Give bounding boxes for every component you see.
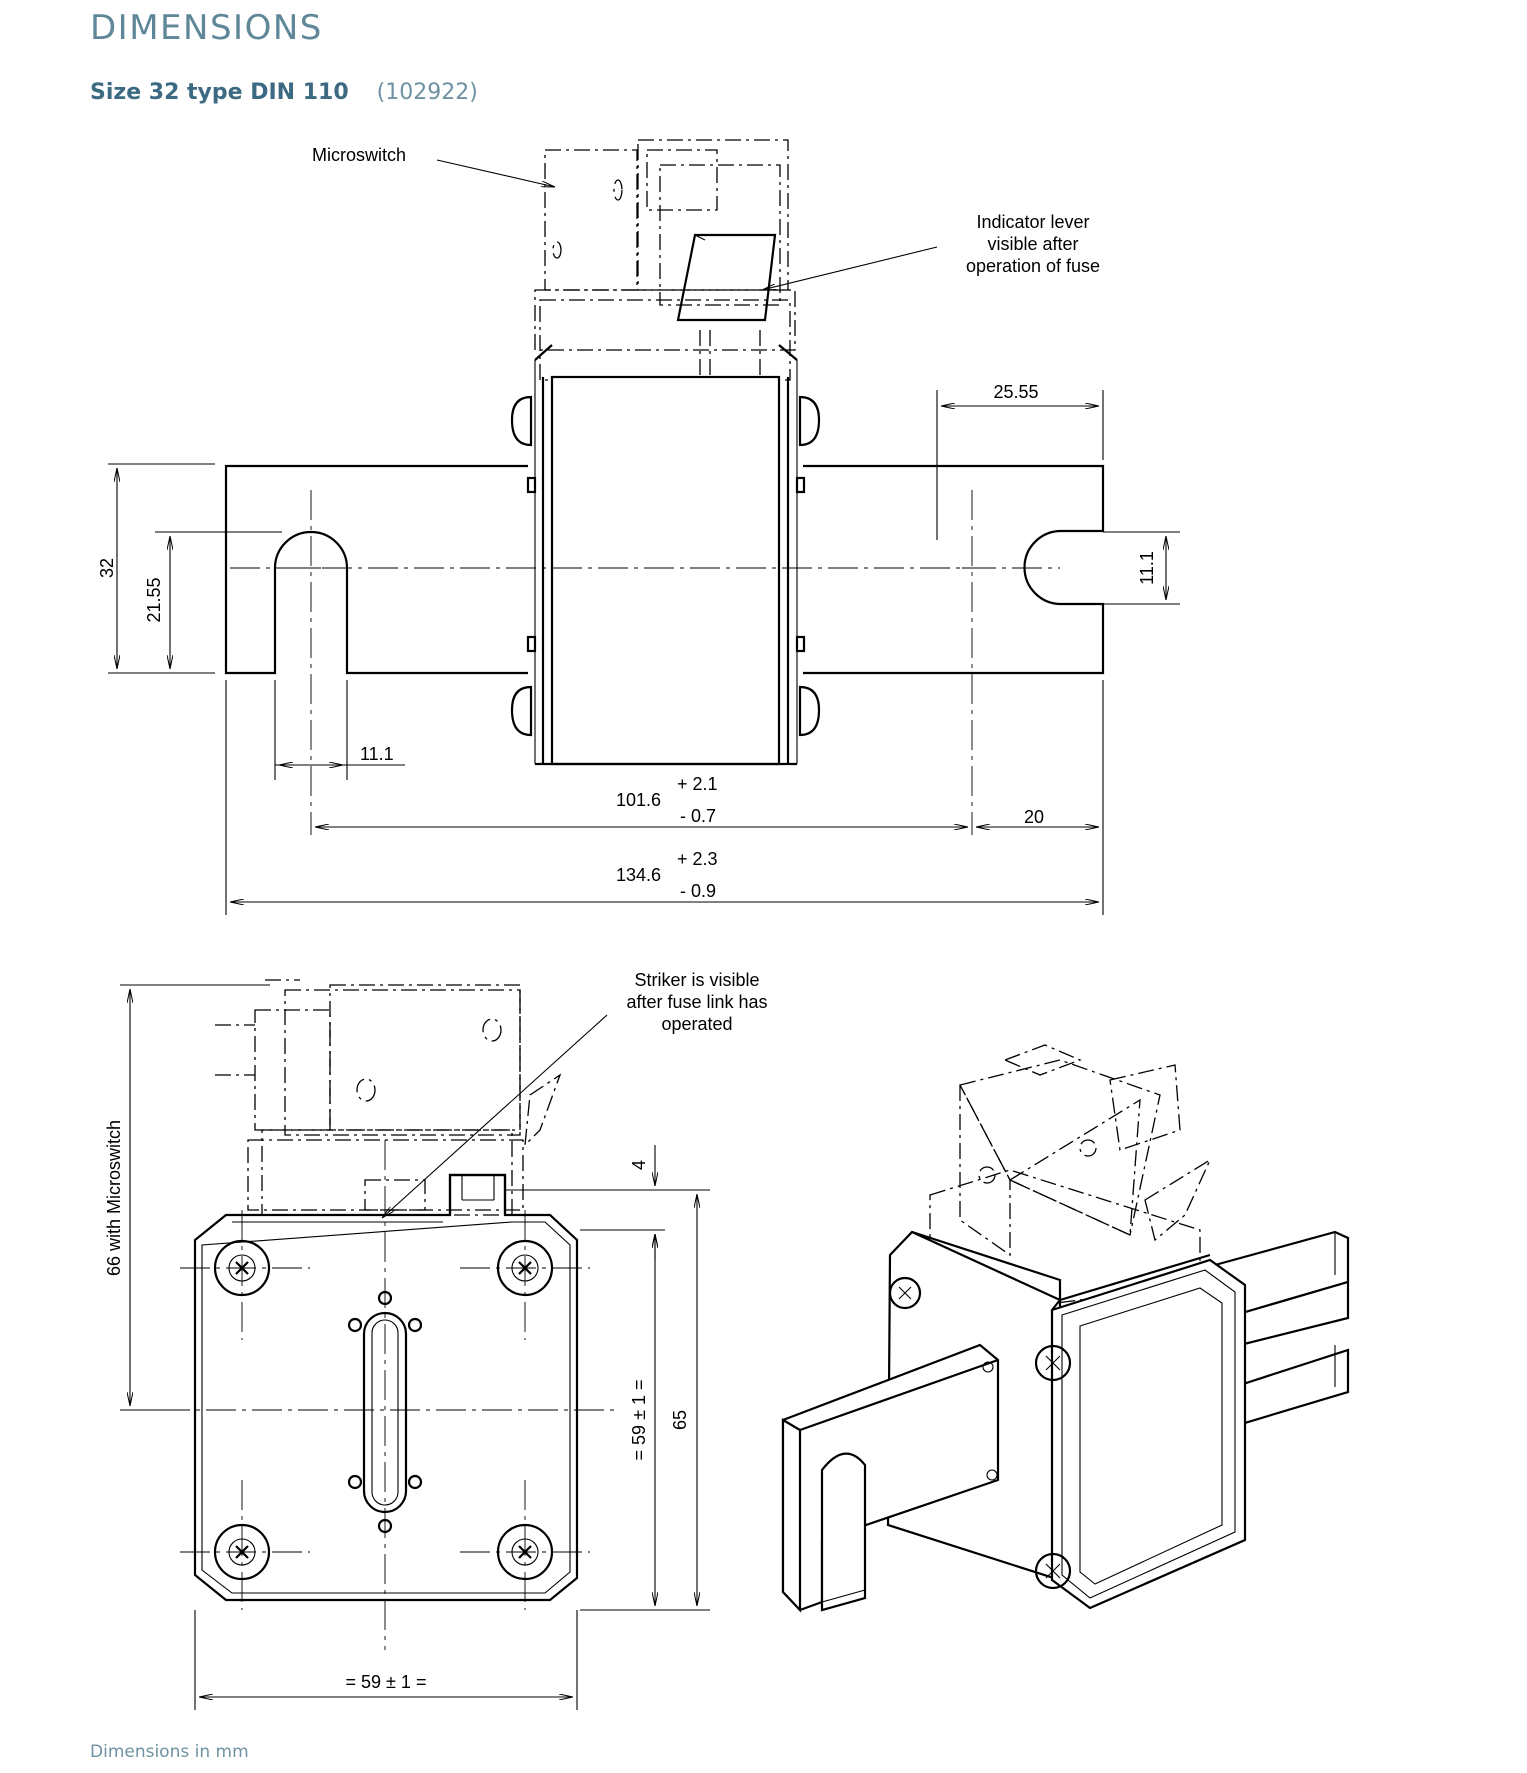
- dim-20: 20: [1024, 807, 1044, 827]
- page-subtitle: Size 32 type DIN 110 (102922): [90, 80, 478, 105]
- dim-66: 66 with Microswitch: [104, 1120, 124, 1276]
- microswitch-outline: [534, 139, 796, 381]
- dim-134-6-plus: + 2.3: [677, 849, 718, 869]
- fuse-body: [550, 375, 781, 766]
- side-view: 32 21.55 11.1 25.55 11.1 101.6 + 2.1 - 0…: [97, 139, 1180, 915]
- dim-4: 4: [629, 1160, 649, 1170]
- fuse-type: Size 32 type DIN 110: [90, 80, 349, 105]
- dim-11-1-right: 11.1: [1137, 551, 1157, 585]
- svg-text:Striker is visible: Striker is visible: [634, 970, 759, 990]
- dim-59-vertical: = 59 ± 1 =: [629, 1380, 649, 1461]
- dim-59-horizontal: = 59 ± 1 =: [346, 1672, 427, 1692]
- dim-32: 32: [97, 558, 117, 578]
- dim-11-1-slot: 11.1: [360, 744, 394, 764]
- dim-134-6-minus: - 0.9: [680, 881, 716, 901]
- dim-25-55: 25.55: [993, 382, 1038, 402]
- label-indicator: Indicator lever visible after operation …: [966, 212, 1100, 276]
- microswitch-front-outline: [215, 979, 562, 1216]
- left-blade: [224, 464, 528, 675]
- fuse-front-body: [193, 1173, 579, 1602]
- dim-134-6: 134.6: [616, 865, 661, 885]
- svg-text:operated: operated: [661, 1014, 732, 1034]
- dim-101-6: 101.6: [616, 790, 661, 810]
- dim-21-55: 21.55: [144, 577, 164, 622]
- svg-text:operation of fuse: operation of fuse: [966, 256, 1100, 276]
- svg-text:visible after: visible after: [987, 234, 1078, 254]
- iso-screws: [888, 1276, 1072, 1590]
- footer-note: Dimensions in mm: [90, 1742, 249, 1762]
- svg-text:after fuse link has: after fuse link has: [626, 992, 767, 1012]
- dim-101-6-plus: + 2.1: [677, 774, 718, 794]
- svg-text:Indicator lever: Indicator lever: [976, 212, 1089, 232]
- iso-fuse-body: [1050, 1258, 1247, 1610]
- isometric-view: [781, 1044, 1350, 1613]
- dim-101-6-minus: - 0.7: [680, 806, 716, 826]
- right-blade: [803, 464, 1105, 675]
- iso-left-blade: [781, 1343, 1000, 1613]
- label-microswitch: Microswitch: [312, 145, 406, 165]
- indicator-lever: [676, 233, 777, 322]
- front-view: 66 with Microswitch 4 = 59 ± 1 = 65 = 59…: [104, 970, 768, 1710]
- dim-65: 65: [670, 1410, 690, 1430]
- part-number: (102922): [376, 80, 478, 105]
- microswitch-iso-outline: [929, 1044, 1212, 1306]
- label-striker: Striker is visible after fuse link has o…: [626, 970, 767, 1034]
- page-heading: DIMENSIONS: [90, 8, 323, 48]
